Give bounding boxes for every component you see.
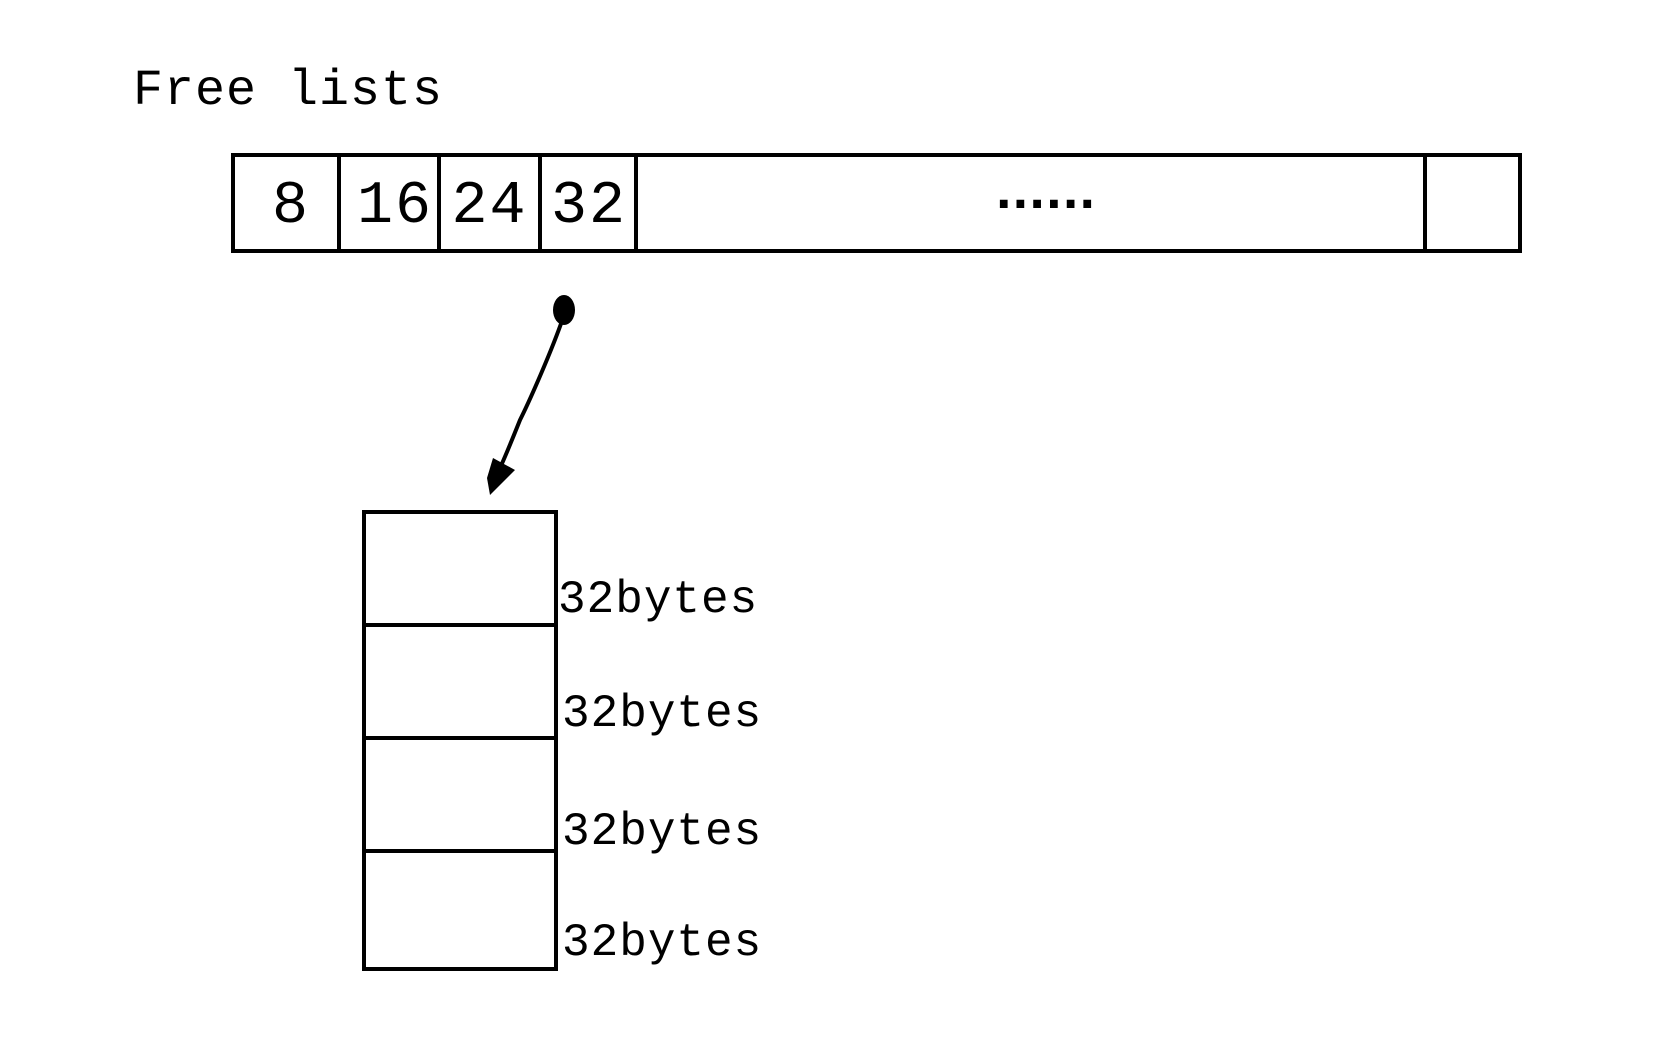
free-list-slot-last (1427, 157, 1518, 249)
free-list-slot: 32 (542, 157, 638, 249)
block-size-label: 32bytes (562, 688, 763, 740)
block-size-label: 32bytes (558, 574, 759, 626)
memory-block (366, 740, 554, 853)
block-size-label: 32bytes (562, 917, 763, 969)
pointer-line (498, 317, 565, 469)
diagram-title: Free lists (133, 63, 444, 120)
memory-block (366, 514, 554, 627)
free-list-slot: 16 (341, 157, 441, 249)
pointer-origin-dot (553, 295, 575, 325)
memory-block (366, 627, 554, 740)
free-list-slot: 24 (441, 157, 542, 249)
free-list-slot: 8 (235, 157, 341, 249)
free-list-array: 8 16 24 32 ...... (231, 153, 1522, 253)
pointer-arrowhead (487, 458, 515, 495)
memory-block (366, 853, 554, 967)
memory-block-stack (362, 510, 558, 971)
free-list-ellipsis: ...... (638, 157, 1427, 249)
block-size-label: 32bytes (562, 806, 763, 858)
